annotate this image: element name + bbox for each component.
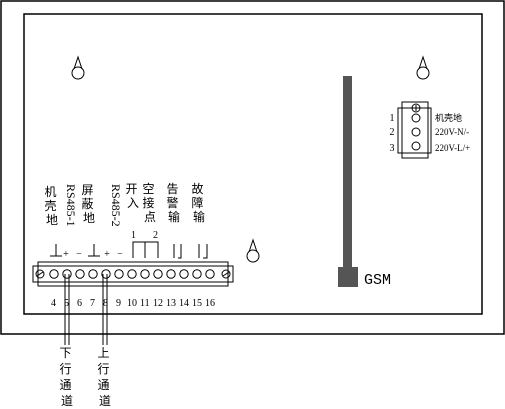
terminal-number: 12: [153, 298, 163, 309]
power-pin-number: 1: [390, 113, 395, 124]
label-chassis-ground: 机 壳 地: [44, 185, 59, 227]
contact-number: 1: [131, 230, 136, 241]
switch-contact-symbols: [132, 241, 208, 259]
gsm-label: GSM: [364, 272, 391, 289]
terminal-number: 9: [116, 298, 121, 309]
end-screw-icon: [35, 269, 45, 279]
terminal-screw-icon: [153, 269, 163, 279]
mounting-hole-bottom-icon: [246, 238, 260, 263]
power-label-neutral: 220V-N/-: [435, 127, 469, 137]
end-screw-slot: [36, 271, 44, 277]
gsm-antenna: GSM: [338, 76, 391, 289]
downlink-channel-label: 下 行 通 道: [59, 346, 74, 408]
terminal-screw-icon: [140, 269, 150, 279]
terminal-number: 14: [179, 298, 189, 309]
terminal-number: 5: [64, 298, 69, 309]
terminal-screw-icon: [179, 269, 189, 279]
power-pin-number: 2: [390, 127, 395, 138]
end-screw-icon: [221, 269, 231, 279]
terminal-number: 8: [103, 298, 108, 309]
polarity-mark: −: [76, 249, 82, 260]
contact-number: 2: [153, 230, 158, 241]
terminal-screw-icon: [88, 269, 98, 279]
terminal-screw-icon: [101, 269, 111, 279]
downlink-wires: [64, 274, 70, 345]
terminal-screw-icon: [127, 269, 137, 279]
label-chassis-ground-char: 机: [44, 185, 56, 199]
terminal-screws: [35, 269, 231, 279]
polarity-mark: +: [63, 249, 69, 260]
terminal-number: 11: [140, 298, 150, 309]
label-fault-out: 故 障 输: [191, 181, 206, 224]
terminal-number: 10: [127, 298, 137, 309]
uplink-wires: [102, 274, 108, 345]
terminal-screw-icon: [62, 269, 72, 279]
end-screw-slot: [222, 271, 230, 277]
power-label-ground: 机壳地: [435, 112, 462, 123]
polarity-mark: −: [117, 249, 123, 260]
terminal-screw-icon: [114, 269, 124, 279]
label-dry-contact: 空 接 点: [142, 182, 157, 224]
label-chassis-ground-char: 地: [46, 213, 58, 227]
terminal-screw-icon: [75, 269, 85, 279]
terminal-number: 16: [205, 298, 215, 309]
uplink-channel-label: 上 行 通 道: [97, 346, 112, 408]
chassis-ground-symbol-icon: [50, 244, 62, 257]
label-rs485-1: RS485-1: [64, 184, 78, 227]
terminal-number: 7: [90, 298, 95, 309]
terminal-screw-icon: [166, 269, 176, 279]
terminal-number: 15: [192, 298, 202, 309]
mounting-hole-top-left-icon: [71, 55, 85, 80]
power-pin-number: 3: [390, 143, 395, 154]
power-label-live: 220V-L/+: [435, 143, 470, 153]
shield-ground-symbol-icon: [88, 244, 100, 257]
mounting-hole-top-right-icon: [416, 55, 430, 80]
terminal-number: 4: [51, 298, 56, 309]
terminal-screw-icon: [205, 269, 215, 279]
label-chassis-ground-char: 壳: [44, 199, 56, 213]
polarity-mark: +: [104, 249, 110, 260]
terminal-screw-icon: [49, 269, 59, 279]
power-terminal-block: 1 2 3 机壳地 220V-N/- 220V-L/+: [390, 101, 470, 159]
label-switch-in: 开 入: [125, 182, 140, 210]
label-alarm-out: 告 警 输: [166, 182, 181, 224]
terminal-number: 13: [166, 298, 176, 309]
enclosure: [0, 0, 505, 335]
label-rs485-2: RS485-2: [109, 184, 123, 227]
terminal-number: 6: [77, 298, 82, 309]
terminal-screw-icon: [192, 269, 202, 279]
label-shield-ground: 屏 蔽 地: [81, 183, 96, 225]
